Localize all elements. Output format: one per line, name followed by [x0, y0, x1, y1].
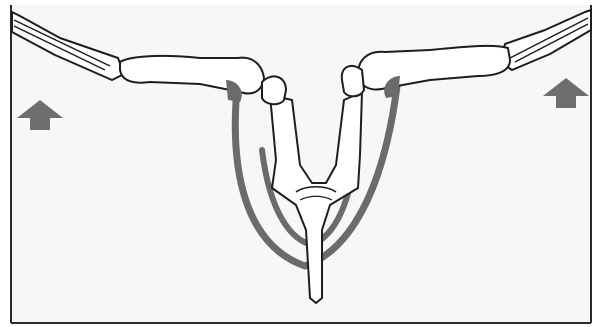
left-coracoid-head — [262, 76, 286, 104]
right-coracoid-head — [342, 66, 364, 96]
